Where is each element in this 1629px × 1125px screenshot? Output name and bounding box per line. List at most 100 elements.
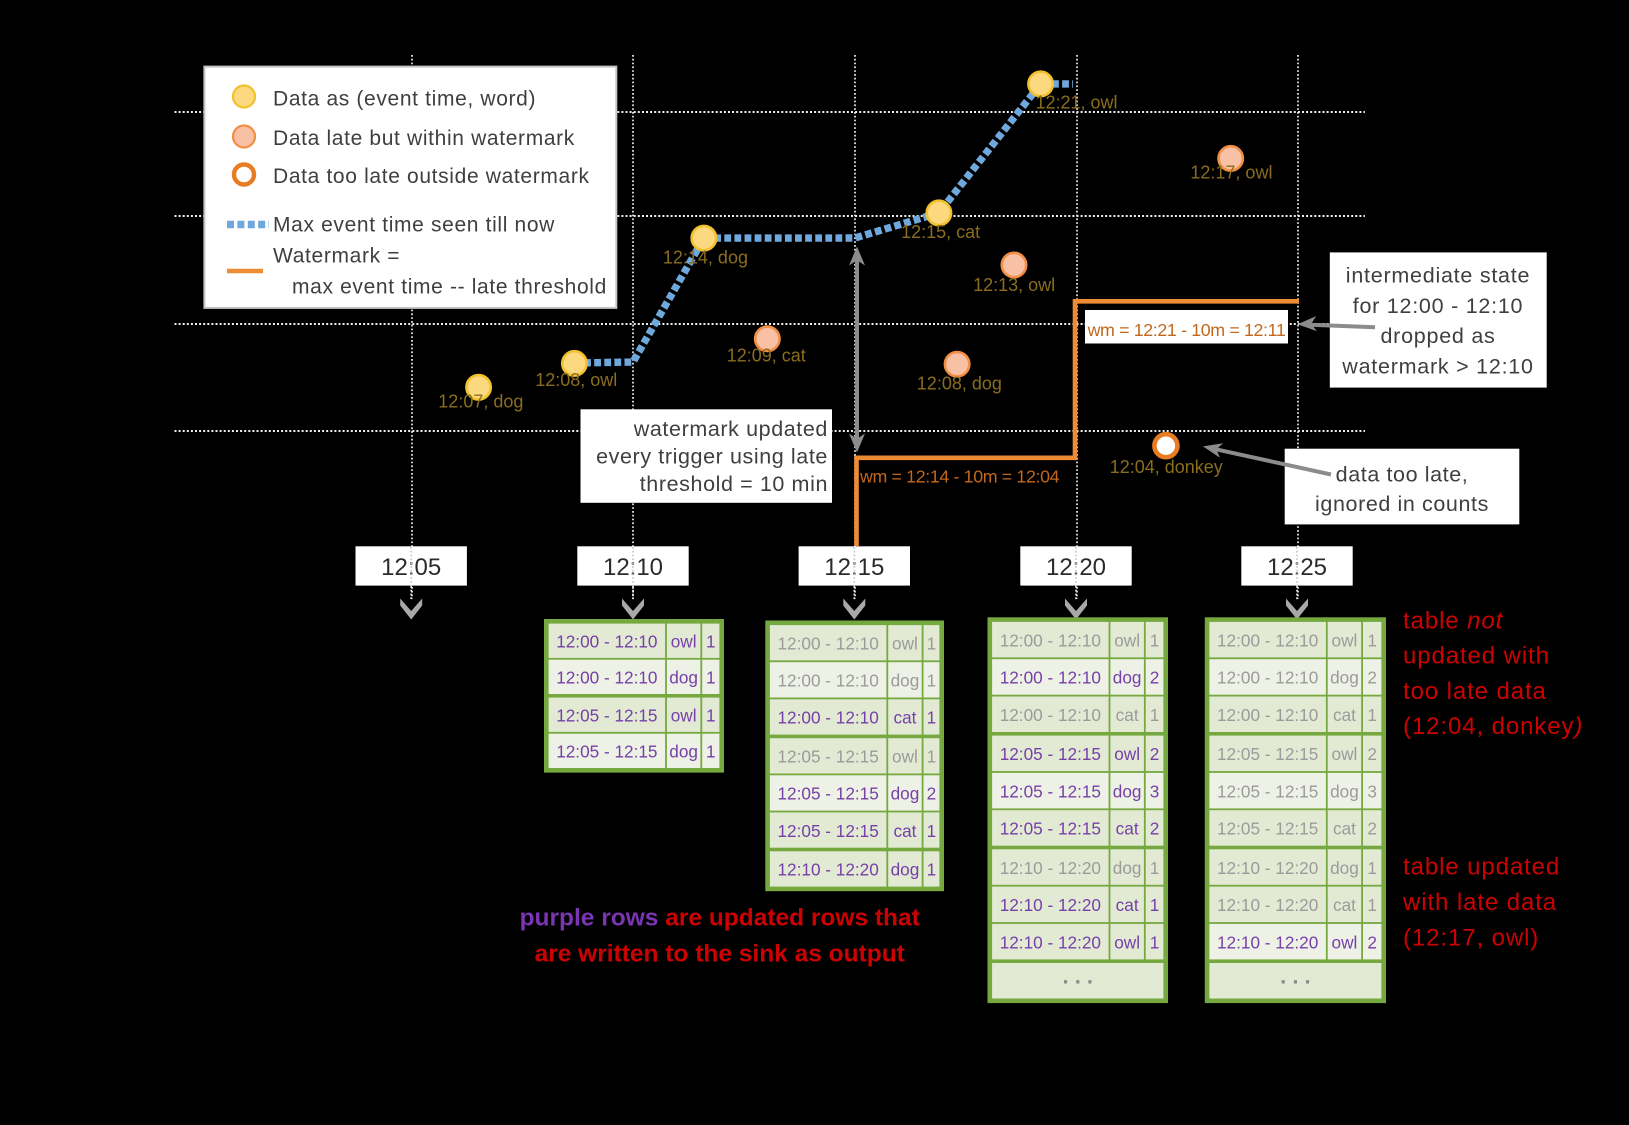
svg-text:1: 1 (706, 668, 716, 688)
svg-text:1: 1 (1150, 630, 1160, 650)
svg-text:for 12:00 - 12:10: for 12:00 - 12:10 (1353, 294, 1524, 318)
svg-text:dog: dog (891, 671, 920, 691)
svg-text:12:09, cat: 12:09, cat (727, 346, 806, 366)
svg-text:12:00 - 12:10: 12:00 - 12:10 (778, 634, 879, 654)
svg-text:1: 1 (1150, 932, 1160, 952)
svg-text:12:00 - 12:10: 12:00 - 12:10 (1217, 705, 1318, 725)
svg-text:1: 1 (927, 860, 937, 880)
svg-text:12:07, dog: 12:07, dog (438, 392, 523, 412)
svg-text:1: 1 (1150, 895, 1160, 915)
svg-text:too late data: too late data (1403, 678, 1547, 705)
svg-text:dog: dog (1113, 781, 1142, 801)
svg-text:are written to the sink as out: are written to the sink as output (535, 941, 905, 968)
svg-text:12:10 - 12:20: 12:10 - 12:20 (1217, 932, 1318, 952)
svg-text:dog: dog (1113, 668, 1142, 688)
svg-text:12:05 - 12:15: 12:05 - 12:15 (556, 742, 657, 762)
svg-text:2: 2 (1150, 744, 1160, 764)
svg-text:wm = 12:21 - 10m = 12:11: wm = 12:21 - 10m = 12:11 (1087, 320, 1286, 340)
svg-text:1: 1 (1367, 630, 1377, 650)
svg-text:threshold = 10 min: threshold = 10 min (640, 472, 828, 496)
svg-text:12:05 - 12:15: 12:05 - 12:15 (1000, 744, 1101, 764)
svg-text:table updated: table updated (1403, 853, 1560, 880)
svg-text:12:10 - 12:20: 12:10 - 12:20 (1000, 932, 1101, 952)
svg-text:1: 1 (927, 747, 937, 767)
svg-text:with late data: with late data (1402, 889, 1557, 916)
svg-text:12:05 - 12:15: 12:05 - 12:15 (556, 706, 657, 726)
svg-text:12:10 - 12:20: 12:10 - 12:20 (1000, 858, 1101, 878)
svg-text:owl: owl (1332, 744, 1358, 764)
svg-text:cat: cat (893, 821, 916, 841)
svg-text:12:05 - 12:15: 12:05 - 12:15 (1217, 781, 1318, 801)
svg-text:dog: dog (1330, 781, 1359, 801)
svg-text:2: 2 (1367, 932, 1377, 952)
svg-text:Data too late outside watermar: Data too late outside watermark (273, 165, 590, 188)
svg-text:12:00 - 12:10: 12:00 - 12:10 (1000, 630, 1101, 650)
svg-text:cat: cat (1116, 895, 1139, 915)
svg-text:12:04, donkey: 12:04, donkey (1110, 457, 1223, 477)
svg-text:2: 2 (1367, 819, 1377, 839)
svg-text:2: 2 (1150, 819, 1160, 839)
svg-text:every trigger using late: every trigger using late (596, 444, 828, 468)
svg-text:cat: cat (893, 708, 916, 728)
svg-text:cat: cat (1116, 705, 1139, 725)
svg-text:1: 1 (1150, 858, 1160, 878)
svg-text:owl: owl (671, 632, 697, 652)
svg-text:cat: cat (1333, 705, 1356, 725)
svg-text:owl: owl (892, 634, 918, 654)
svg-text:cat: cat (1333, 819, 1356, 839)
svg-text:Watermark =: Watermark = (273, 245, 400, 268)
svg-text:owl: owl (1114, 630, 1140, 650)
svg-text:owl: owl (892, 747, 918, 767)
svg-text:12:05 - 12:15: 12:05 - 12:15 (1217, 744, 1318, 764)
svg-text:12:10 - 12:20: 12:10 - 12:20 (1000, 895, 1101, 915)
svg-text:2: 2 (1367, 668, 1377, 688)
svg-text:12:21, owl: 12:21, owl (1036, 92, 1118, 112)
svg-text:owl: owl (1114, 744, 1140, 764)
svg-text:2: 2 (1367, 744, 1377, 764)
svg-text:watermark updated: watermark updated (633, 417, 828, 441)
svg-text:(12:17, owl): (12:17, owl) (1403, 924, 1539, 951)
svg-text:12:14, dog: 12:14, dog (663, 248, 748, 268)
svg-text:12:08, dog: 12:08, dog (917, 374, 1002, 394)
svg-text:12:05 - 12:15: 12:05 - 12:15 (778, 784, 879, 804)
svg-text:updated with: updated with (1403, 643, 1550, 670)
svg-text:. . .: . . . (1280, 964, 1311, 989)
svg-text:12:05 - 12:15: 12:05 - 12:15 (1000, 819, 1101, 839)
svg-text:dog: dog (1330, 858, 1359, 878)
svg-text:12:05 - 12:15: 12:05 - 12:15 (1000, 781, 1101, 801)
svg-text:dog: dog (669, 742, 698, 762)
svg-text:1: 1 (1150, 705, 1160, 725)
svg-text:1: 1 (927, 821, 937, 841)
svg-text:dog: dog (891, 784, 920, 804)
svg-text:12:00 - 12:10: 12:00 - 12:10 (1217, 668, 1318, 688)
svg-text:12:00 - 12:10: 12:00 - 12:10 (778, 708, 879, 728)
svg-text:purple rows are updated rows t: purple rows are updated rows that (520, 904, 920, 931)
svg-text:1: 1 (1367, 895, 1377, 915)
svg-text:12:08, owl: 12:08, owl (535, 370, 617, 390)
svg-text:owl: owl (1114, 932, 1140, 952)
svg-text:table not: table not (1403, 608, 1504, 635)
svg-text:Data late but within watermark: Data late but within watermark (273, 127, 575, 150)
svg-text:(12:04, donkey): (12:04, donkey) (1403, 713, 1583, 740)
svg-text:12:17, owl: 12:17, owl (1190, 163, 1272, 183)
svg-text:12:00 - 12:10: 12:00 - 12:10 (778, 671, 879, 691)
svg-text:cat: cat (1333, 895, 1356, 915)
svg-text:1: 1 (706, 742, 716, 762)
svg-text:3: 3 (1150, 781, 1160, 801)
svg-text:12:05 - 12:15: 12:05 - 12:15 (778, 747, 879, 767)
svg-text:12:00 - 12:10: 12:00 - 12:10 (556, 632, 657, 652)
svg-text:3: 3 (1367, 781, 1377, 801)
svg-text:12:00 - 12:10: 12:00 - 12:10 (1217, 630, 1318, 650)
svg-text:12:05 - 12:15: 12:05 - 12:15 (1217, 819, 1318, 839)
svg-text:Max event time seen till now: Max event time seen till now (273, 214, 555, 237)
svg-text:data too late,: data too late, (1336, 463, 1469, 487)
svg-text:dog: dog (1330, 668, 1359, 688)
svg-text:12:10 - 12:20: 12:10 - 12:20 (1217, 858, 1318, 878)
svg-text:12:05 - 12:15: 12:05 - 12:15 (778, 821, 879, 841)
svg-text:dog: dog (891, 860, 920, 880)
svg-text:intermediate state: intermediate state (1346, 264, 1530, 288)
svg-text:cat: cat (1116, 819, 1139, 839)
svg-text:owl: owl (1332, 932, 1358, 952)
svg-text:2: 2 (1150, 668, 1160, 688)
svg-text:dog: dog (669, 668, 698, 688)
